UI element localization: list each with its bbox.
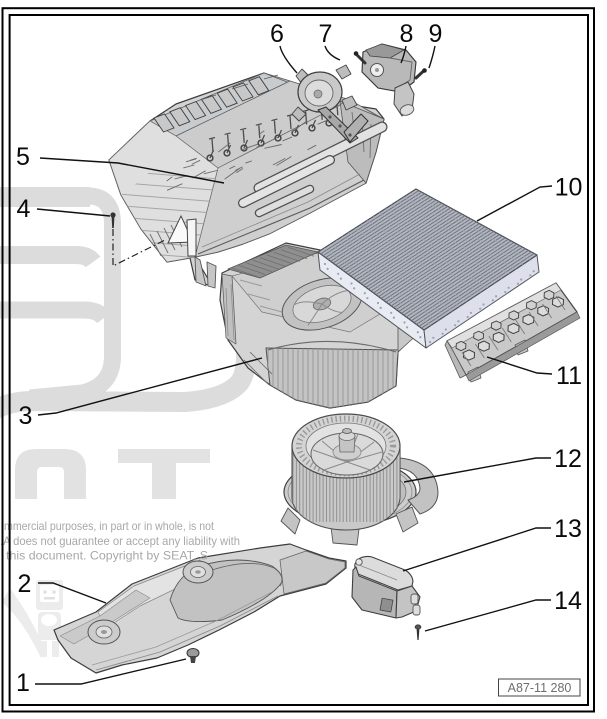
svg-text:8: 8 — [400, 20, 414, 48]
svg-text:9: 9 — [429, 20, 443, 48]
svg-text:13: 13 — [554, 515, 582, 543]
svg-text:11: 11 — [556, 362, 582, 390]
svg-text:14: 14 — [554, 587, 582, 615]
svg-text:.A does not guarantee or accep: .A does not guarantee or accept any liab… — [0, 534, 240, 548]
svg-text:7: 7 — [319, 20, 333, 48]
svg-text:4: 4 — [17, 195, 31, 223]
svg-text:this document. Copyright by SE: this document. Copyright by SEAT, S — [6, 549, 208, 563]
svg-text:5: 5 — [16, 143, 30, 171]
svg-text:mmercial purposes, in part or: mmercial purposes, in part or in whole, … — [4, 519, 215, 533]
svg-text:10: 10 — [555, 174, 583, 202]
svg-text:A87-11 280: A87-11 280 — [508, 681, 572, 695]
svg-text:2: 2 — [18, 570, 32, 598]
svg-text:12: 12 — [554, 445, 582, 473]
svg-text:6: 6 — [270, 20, 284, 48]
svg-text:3: 3 — [19, 402, 33, 430]
svg-text:1: 1 — [16, 669, 30, 697]
